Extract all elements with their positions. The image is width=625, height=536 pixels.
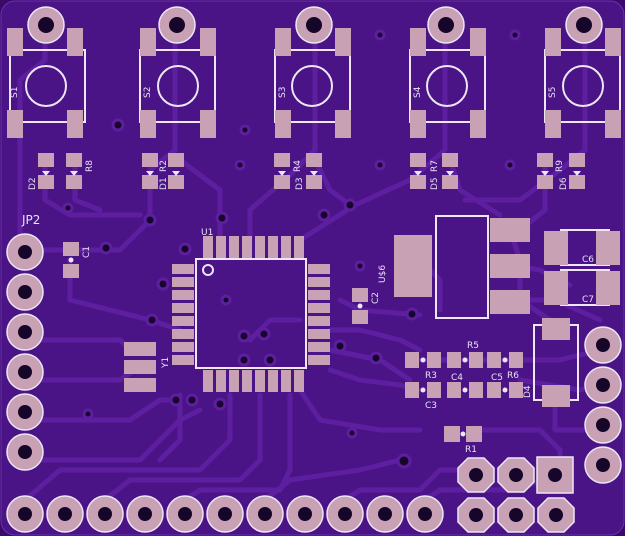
label-r1: R1 <box>465 445 477 455</box>
label-c3: C3 <box>425 401 437 411</box>
label-c1: C1 <box>82 246 92 258</box>
silkscreen <box>9 49 621 401</box>
label-r9: R9 <box>555 160 565 172</box>
drill-holes <box>18 17 610 522</box>
switch-s1-outline <box>9 49 86 123</box>
u1-pin1-marker <box>202 264 214 276</box>
label-c2: C2 <box>371 292 381 304</box>
label-s4: S4 <box>413 86 423 98</box>
label-r8: R8 <box>85 160 95 172</box>
label-r7: R7 <box>430 160 440 172</box>
label-r5: R5 <box>467 341 479 351</box>
label-d4: D4 <box>523 385 533 398</box>
u1-outline <box>195 258 307 369</box>
label-c4: C4 <box>451 373 463 383</box>
vias <box>62 29 521 469</box>
label-s5: S5 <box>548 87 558 98</box>
label-s3: S3 <box>278 87 288 98</box>
label-r4: R4 <box>293 160 303 172</box>
switch-s5-outline <box>544 49 621 123</box>
label-s1: S1 <box>10 87 20 98</box>
label-jp2: JP2 <box>21 213 40 227</box>
label-u6: U$6 <box>378 265 388 283</box>
label-c7: C7 <box>582 295 594 305</box>
smd-pads <box>7 28 621 442</box>
switch-s3-outline <box>274 49 351 123</box>
switch-s2-outline <box>139 49 216 123</box>
label-r6: R6 <box>507 371 519 381</box>
label-d2: D2 <box>28 177 38 190</box>
label-u1: U1 <box>201 228 213 238</box>
label-c5: C5 <box>491 373 503 383</box>
label-d6: D6 <box>559 177 569 190</box>
through-hole-pads <box>6 6 622 533</box>
u6-outline <box>435 215 489 319</box>
label-c6: C6 <box>582 255 594 265</box>
label-r2: R2 <box>159 160 169 172</box>
label-y1: Y1 <box>161 357 171 369</box>
label-d3: D3 <box>295 177 305 190</box>
label-d1: D1 <box>159 177 169 190</box>
label-d5: D5 <box>430 177 440 190</box>
switch-s4-outline <box>409 49 486 123</box>
label-s2: S2 <box>143 87 153 98</box>
label-r3: R3 <box>425 371 437 381</box>
silk-small-marks <box>42 171 581 437</box>
